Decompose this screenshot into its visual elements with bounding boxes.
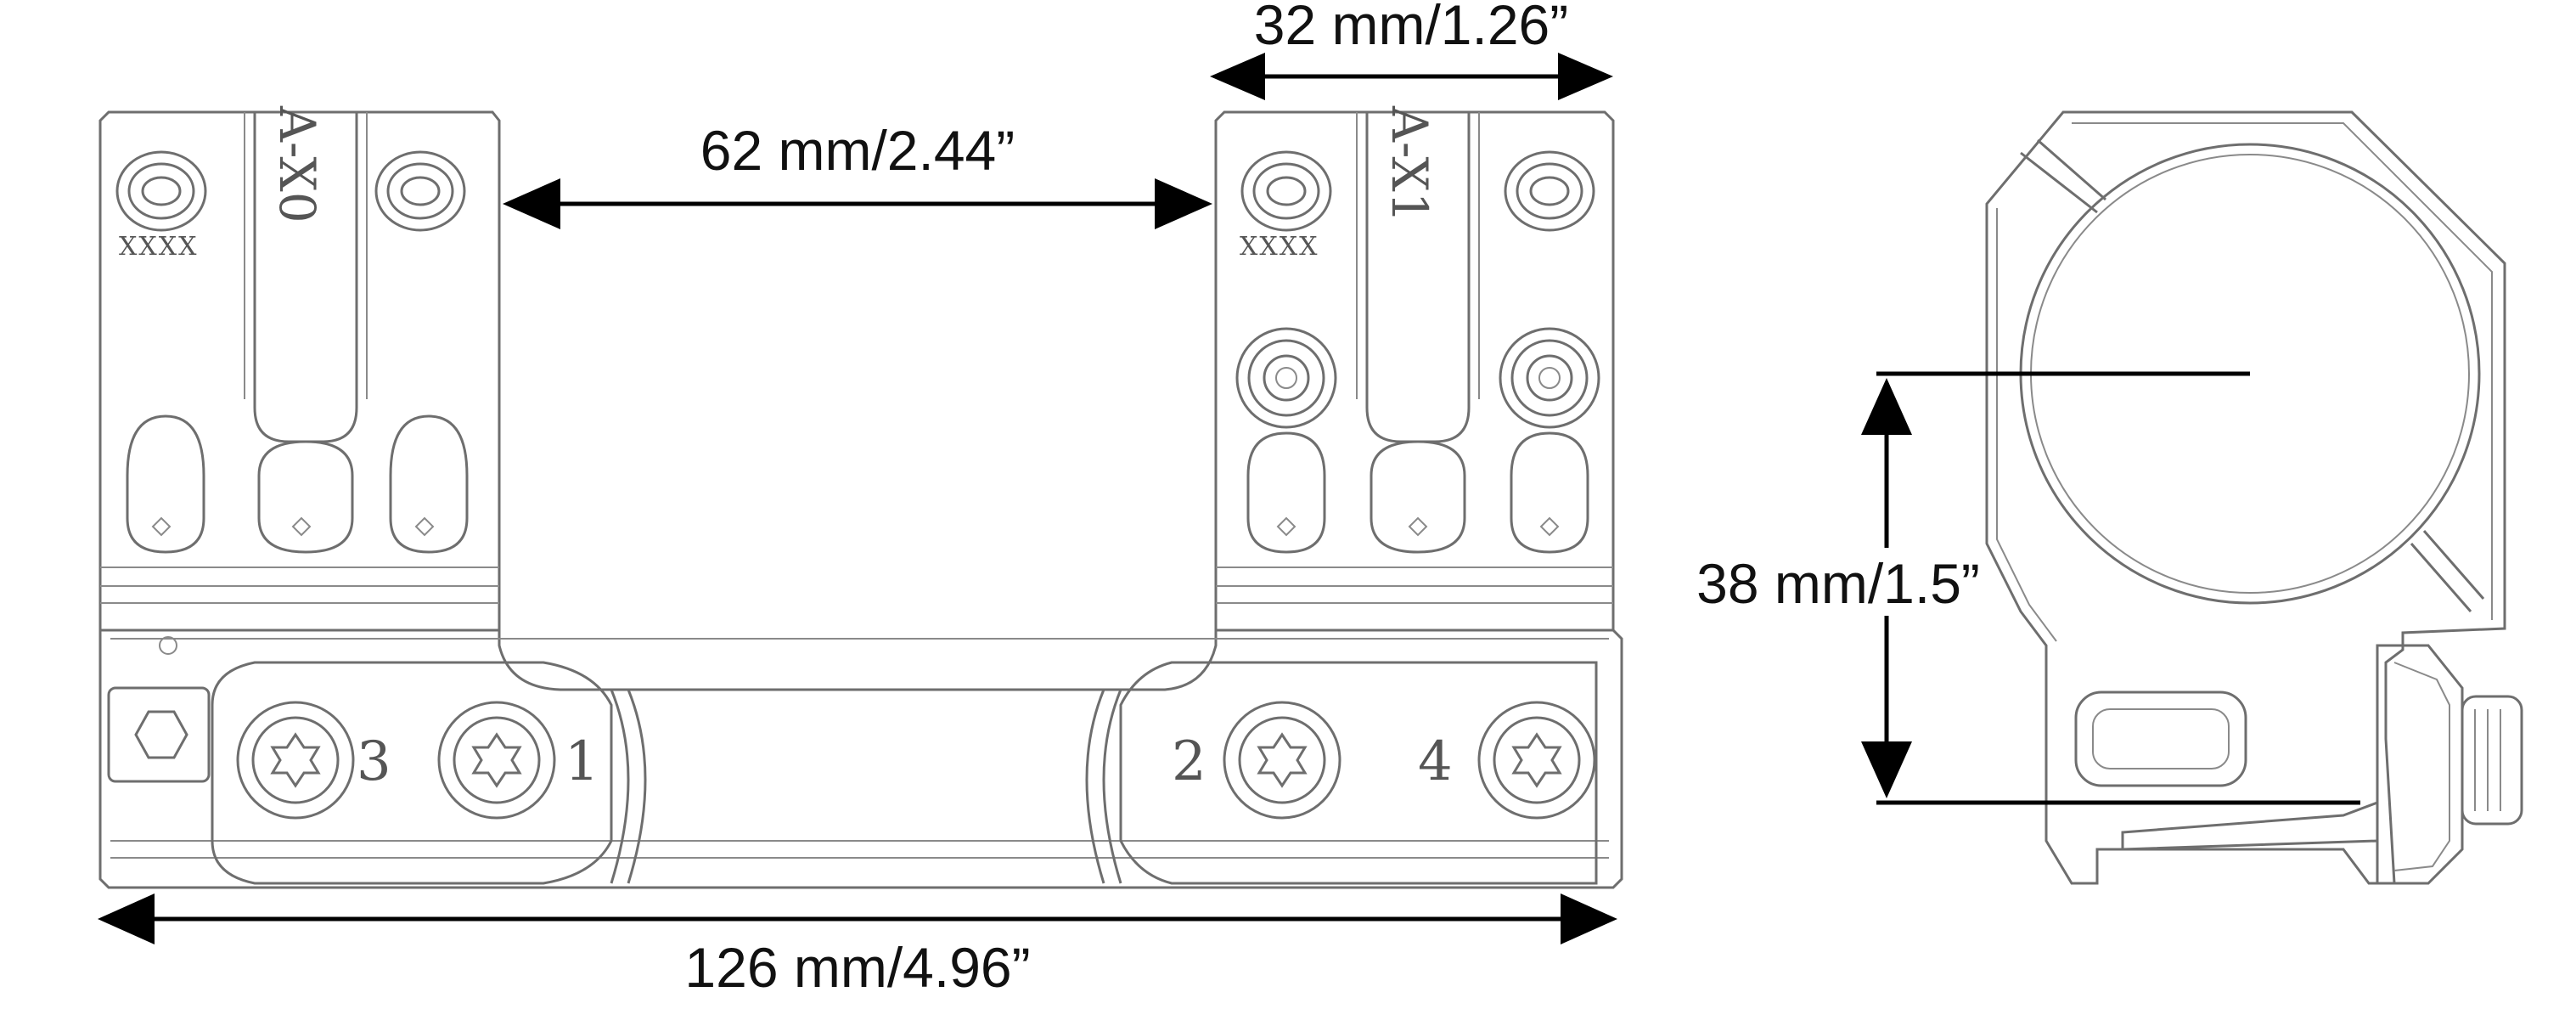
ring-spacing-label: 62 mm/2.44”: [700, 119, 1015, 182]
front-ring-serial: XXXX: [119, 232, 198, 262]
total-length-label: 126 mm/4.96”: [684, 936, 1030, 999]
screw-icon: [1499, 327, 1600, 429]
base-screw-number-3: 3: [357, 730, 391, 793]
center-height-label: 38 mm/1.5”: [1696, 552, 1980, 615]
locking-nut-icon: [1370, 440, 1466, 554]
torx-screw-icon: [1477, 701, 1596, 820]
base-screw-pad-right: [1119, 661, 1598, 885]
recoil-slot: [2074, 691, 2247, 787]
clamp-bar: [2121, 800, 2379, 851]
ring-profile-outline: [1985, 110, 2506, 885]
screw-icon: [1240, 150, 1332, 232]
hex-plug: [107, 686, 211, 783]
dimension-ring-spacing: 62 mm/2.44”: [503, 119, 1212, 229]
torx-screw-icon: [236, 701, 355, 820]
base-outline: [98, 629, 1623, 889]
ring-width-label: 32 mm/1.26”: [1254, 0, 1568, 56]
dimension-ring-width: 32 mm/1.26”: [1210, 0, 1613, 100]
base-screw-number-4: 4: [1418, 730, 1453, 793]
arrow-right-icon: [1561, 893, 1617, 944]
arrow-left-icon: [98, 893, 155, 944]
ring-end-view: 38 mm/1.5”: [1696, 110, 2523, 885]
locking-nut-icon: [1246, 431, 1326, 554]
front-ring: XXXX A-X0: [98, 105, 501, 632]
locking-nut-icon: [389, 414, 469, 554]
rear-ring: XXXX A-X1: [1214, 105, 1615, 632]
front-ring-marking: A-X0: [268, 105, 326, 223]
base-screw-number-1: 1: [565, 730, 599, 793]
base-screw-pad-left: [211, 661, 613, 885]
locking-nut-icon: [1510, 431, 1589, 554]
arrow-left-icon: [1210, 53, 1265, 100]
clamp-knob: [2376, 644, 2464, 885]
arrow-right-icon: [1155, 178, 1212, 229]
locking-nut-icon: [257, 440, 354, 554]
locking-nut-icon: [126, 414, 205, 554]
dimension-total-length: 126 mm/4.96”: [98, 893, 1617, 999]
arrow-down-icon: [1861, 741, 1912, 798]
arrow-right-icon: [1558, 53, 1613, 100]
arrow-up-icon: [1861, 378, 1912, 435]
rear-ring-serial: XXXX: [1240, 232, 1319, 262]
mount-side-view: XXXX A-X0: [98, 0, 1623, 999]
clamp-screw-head: [2461, 695, 2523, 826]
screw-icon: [374, 150, 466, 232]
arrow-left-icon: [503, 178, 560, 229]
screw-icon: [1235, 327, 1337, 429]
screw-icon: [115, 150, 207, 232]
rear-ring-marking: A-X1: [1381, 105, 1438, 223]
mount-base: 3 1 2 4: [98, 629, 1623, 889]
base-screw-number-2: 2: [1172, 730, 1206, 793]
torx-screw-icon: [1223, 701, 1341, 820]
torx-screw-icon: [437, 701, 556, 820]
dimension-center-height: 38 mm/1.5”: [1696, 378, 1980, 798]
screw-icon: [1504, 150, 1595, 232]
hex-icon: [134, 710, 188, 759]
